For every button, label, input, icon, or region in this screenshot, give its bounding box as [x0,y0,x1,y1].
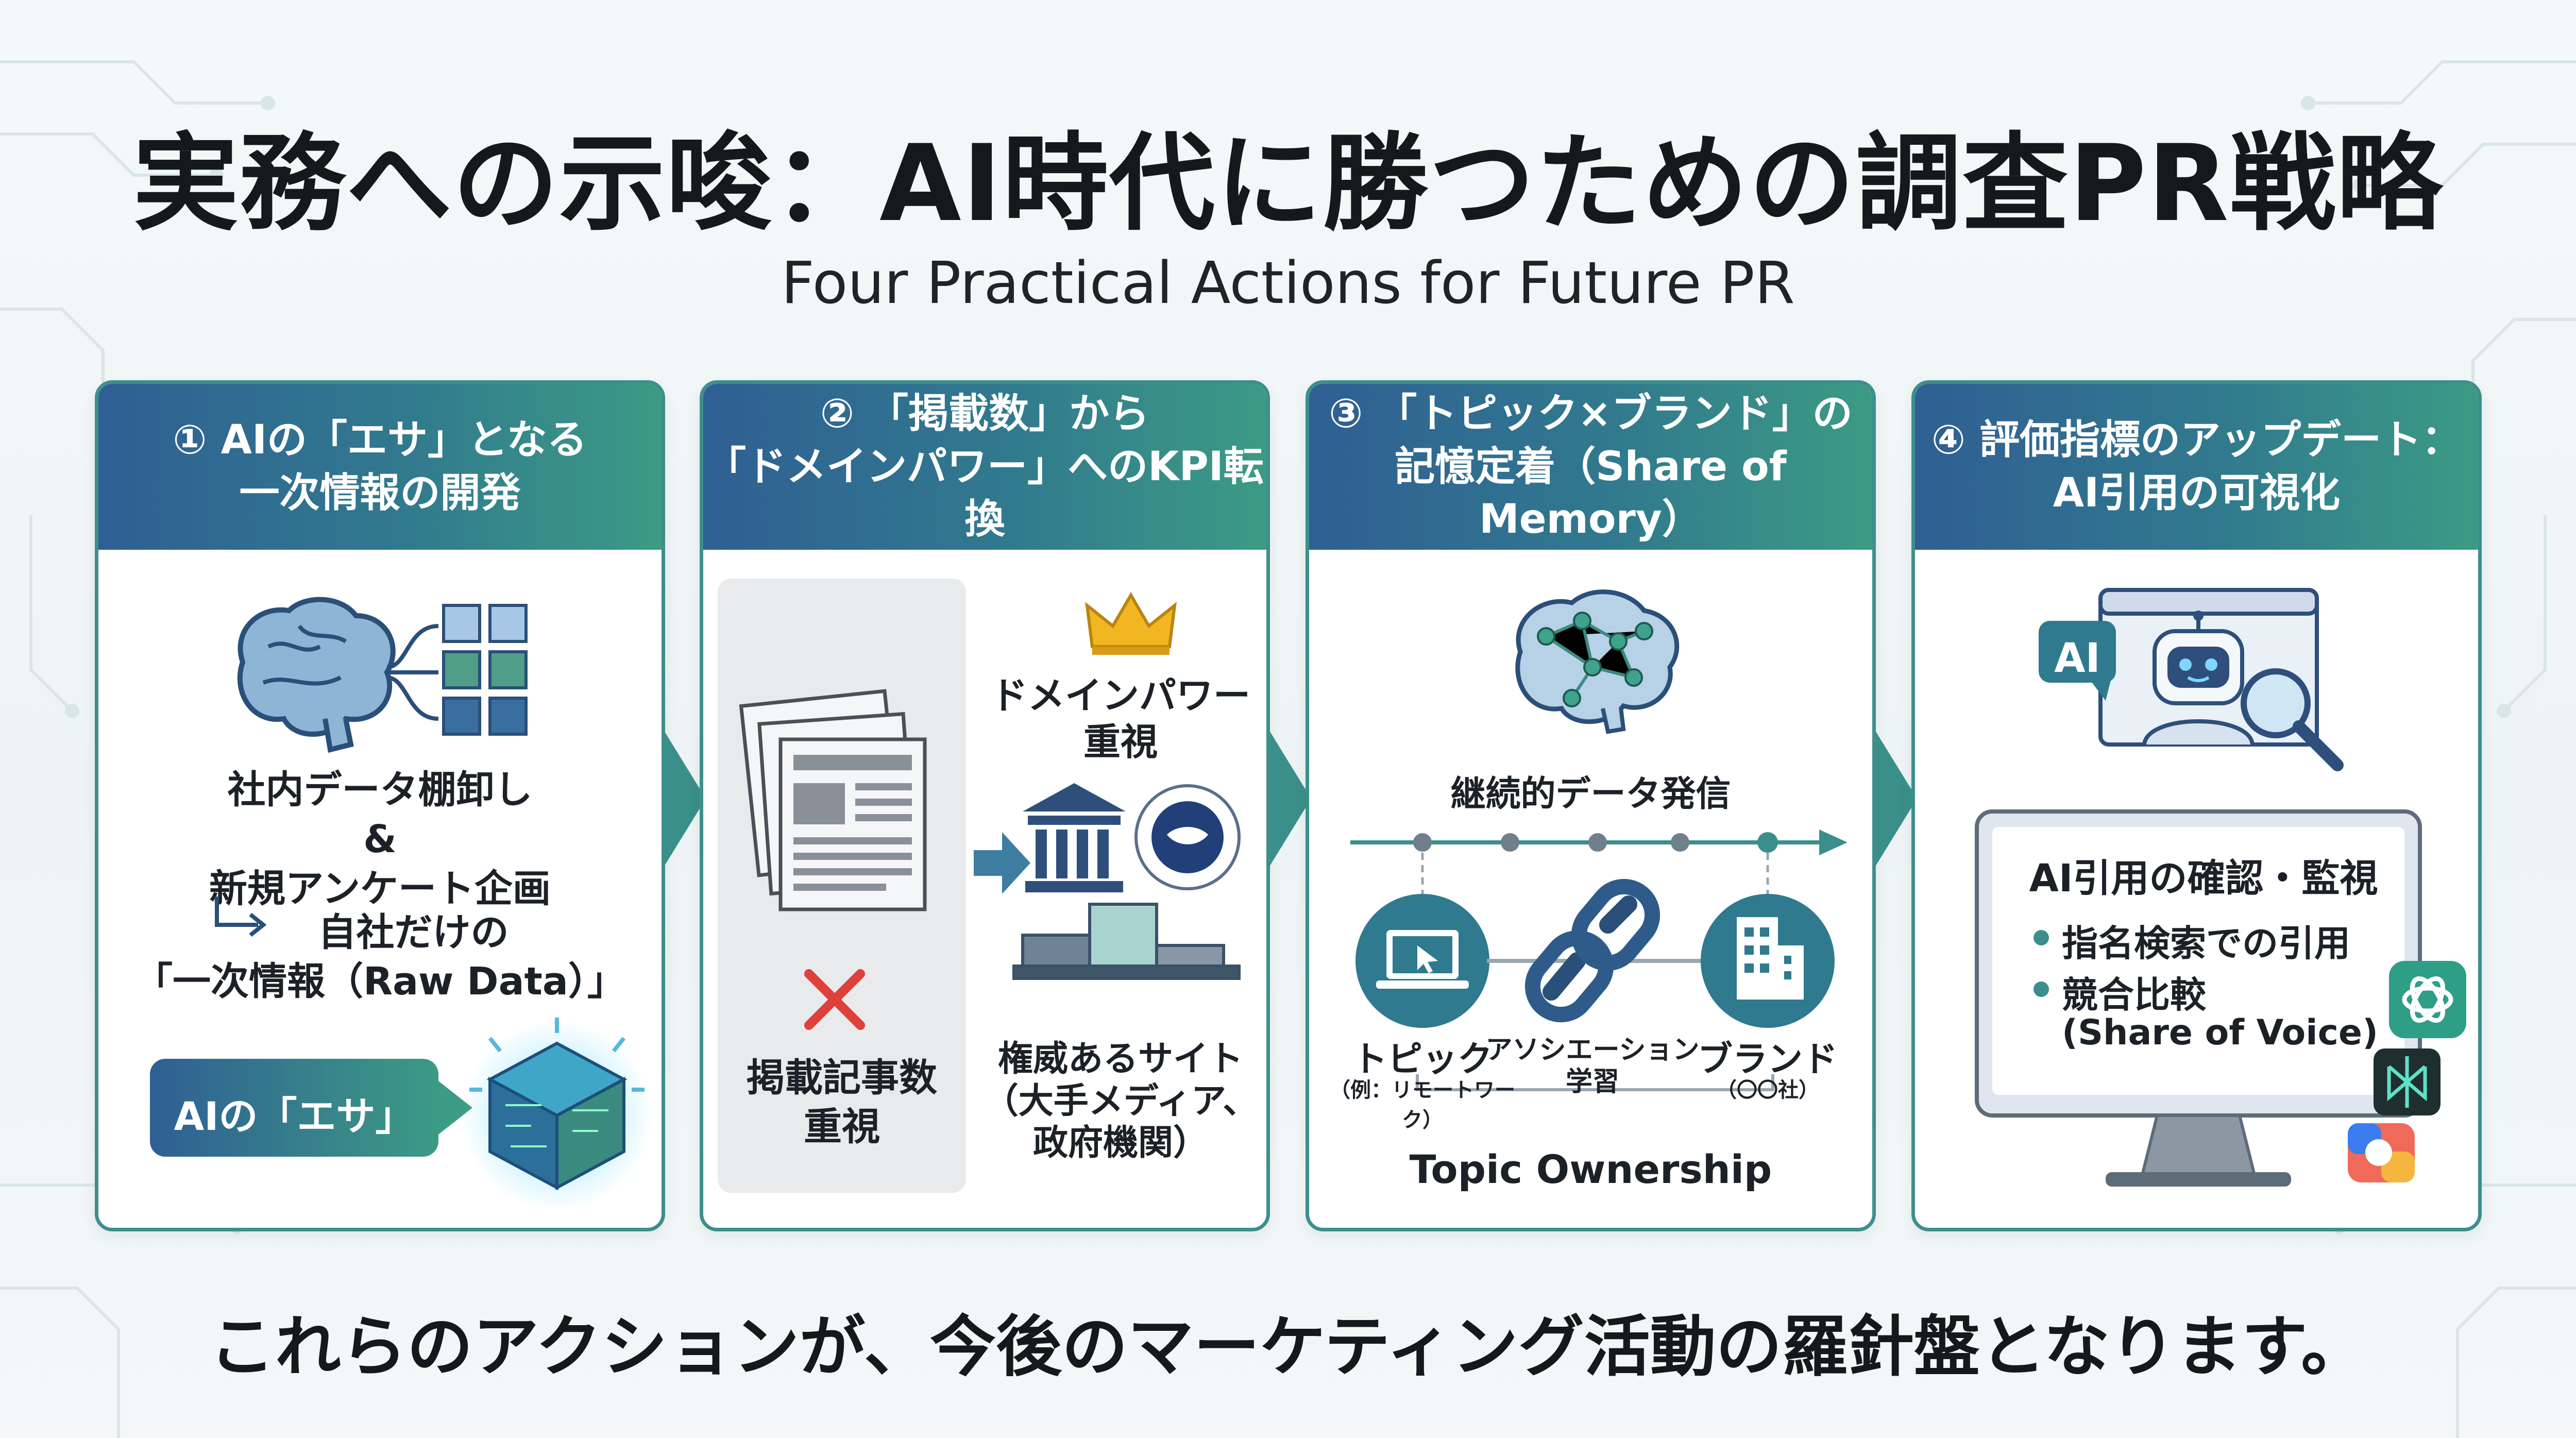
result-line2: 「一次情報（Raw Data）」 [134,959,625,1004]
article-count-label: 掲載記事数 [747,1056,937,1100]
page-title: 実務への示唆：AI時代に勝つための調査PR戦略 [132,123,2444,245]
task-amp: & [363,817,397,862]
chain-link-icon [1543,895,1637,1001]
task-line1: 社内データ棚卸し [227,768,533,812]
magnifier-icon [2241,668,2344,771]
bullet-2-sub: (Share of Voice) [2062,1012,2379,1053]
association-line1: アソシエーション [1485,1035,1700,1065]
result-arrow-icon [215,896,267,937]
brand-example: （〇〇社） [1716,1078,1819,1102]
bullet-2: 競合比較 [2062,974,2206,1016]
bullet-1: 指名検索での引用 [2062,922,2350,965]
screen-title: AI引用の確認・監視 [2029,856,2378,901]
card-share-of-memory: ③ 「トピック×ブランド」の 記憶定着（Share of Memory） 継続的… [1306,380,1876,1231]
result-line1: 自社だけの [318,910,509,955]
robot-icon [2142,611,2255,745]
authority-sites-illustration [1012,783,1241,980]
domain-power-label: ドメインパワー [990,674,1250,717]
card-heading-line1: ② 「掲載数」から [820,390,1150,437]
sites-line3: 政府機関） [1032,1123,1208,1164]
card-primary-data: ① AIの「エサ」となる 一次情報の開発 社内データ棚卸し & 新規アンケート企… [95,380,665,1231]
card-heading-line1: ④ 評価指標のアップデート： [1931,417,2462,464]
topic-ownership-label: Topic Ownership [1409,1146,1772,1192]
badge-label: AIの「エサ」 [174,1093,415,1139]
bullet-dot [2033,982,2049,997]
data-cube-icon [462,1018,652,1211]
page-subtitle: Four Practical Actions for Future PR [781,250,1795,317]
flow-arrow-1 [665,732,706,866]
card-heading-line2: AI引用の可視化 [2053,470,2341,516]
ai-speech-bubble-icon [2039,621,2116,701]
sites-line2: （大手メディア、 [983,1080,1258,1122]
crown-icon [1085,592,1177,655]
chatgpt-icon [2389,961,2466,1038]
timeline-diagram [1350,830,1848,1091]
bullet-dot [2033,930,2049,945]
monitor-icon [1975,809,2422,1187]
timeline-label: 継続的データ発信 [1450,774,1731,815]
ai-robot-window-illustration [2039,588,2344,771]
ai-bubble-label: AI [2054,635,2100,682]
ai-feed-badge [150,1059,438,1157]
card-header: ③ 「トピック×ブランド」の 記憶定着（Share of Memory） [1309,384,1872,550]
card-kpi-shift: ② 「掲載数」から 「ドメインパワー」へのKPI転換 掲載記事数 重視 ドメイン… [700,380,1270,1231]
network-brain-icon [1515,589,1680,734]
brain-icon [237,597,396,753]
domain-power-emphasis: 重視 [1083,720,1158,764]
brain-to-data-illustration [237,597,528,753]
footer-message: これらのアクションが、今後のマーケティング活動の羅針盤となります。 [209,1309,2367,1385]
ai-app-icons [2348,961,2466,1182]
association-line2: 学習 [1565,1067,1619,1098]
brand-label: ブランド [1697,1039,1838,1080]
topic-laptop-icon [1355,894,1489,1028]
brand-building-icon [1701,894,1835,1028]
official-seal-icon [1134,784,1241,890]
transition-arrow-icon [974,832,1030,894]
task-line2: 新規アンケート企画 [209,867,551,911]
sites-line1: 権威あるサイト [997,1039,1243,1079]
flow-arrow-3 [1876,732,1917,866]
podium-icon [1012,903,1241,980]
cross-icon [804,969,865,1030]
card-header: ① AIの「エサ」となる 一次情報の開発 [98,384,662,550]
card-ai-citation: ④ 評価指標のアップデート： AI引用の可視化 AI AI引用の確認・監視 指 [1911,380,2482,1231]
card-heading-line1: ① AIの「エサ」となる [173,417,587,464]
copilot-icon [2348,1123,2415,1182]
topic-example: （例：リモートワーク） [1330,1078,1515,1132]
flow-arrow-2 [1270,732,1311,866]
card-heading-line1: ③ 「トピック×ブランド」の [1329,390,1853,437]
perplexity-icon [2374,1048,2441,1115]
card-heading-line2: 「ドメインパワー」へのKPI転換 [706,443,1264,543]
card-header: ② 「掲載数」から 「ドメインパワー」へのKPI転換 [703,384,1266,550]
card-header: ④ 評価指標のアップデート： AI引用の可視化 [1915,384,2478,550]
data-grid-icon [442,604,528,736]
card-heading-line2: 記憶定着（Share of Memory） [1395,443,1787,543]
card-heading-line2: 一次情報の開発 [239,470,521,516]
government-building-icon [1023,783,1126,892]
newspaper-stack-icon [739,689,927,911]
topic-label: トピック [1352,1039,1493,1080]
article-count-emphasis: 重視 [804,1104,880,1149]
